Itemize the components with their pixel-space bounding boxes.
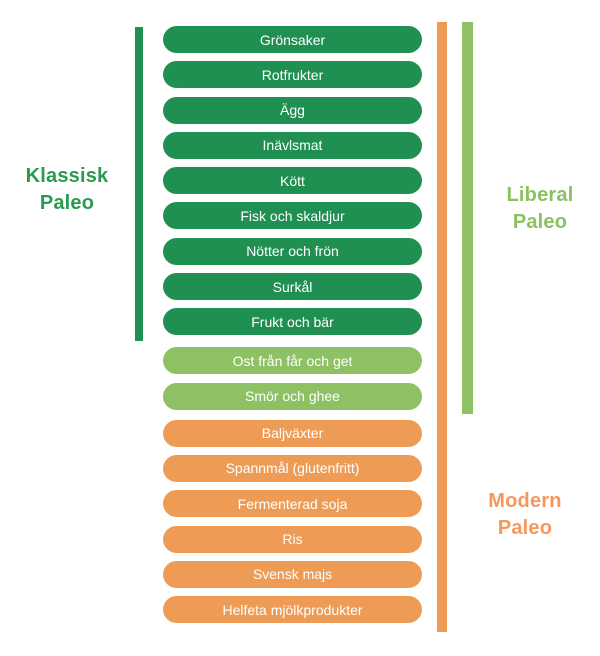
pill-surkal: Surkål — [163, 273, 422, 301]
pill-smor-och-ghee: Smör och ghee — [163, 382, 422, 410]
klassisk-paleo-label: Klassisk Paleo — [8, 163, 126, 217]
modern-paleo-label-line1: Modern — [488, 490, 562, 512]
liberal-paleo-bar — [462, 22, 473, 414]
pill-agg: Ägg — [163, 96, 422, 124]
modern-paleo-label-line2: Paleo — [497, 517, 553, 539]
liberal-paleo-label-line2: Paleo — [512, 211, 568, 233]
pill-kott: Kött — [163, 167, 422, 195]
pill-fermenterad-soja: Fermenterad soja — [163, 490, 422, 518]
pill-baljvaxter: Baljväxter — [163, 419, 422, 447]
modern-paleo-bar — [437, 22, 447, 632]
liberal-paleo-label-line1: Liberal — [506, 184, 574, 206]
pill-helfeta-mjolkprodukter: Helfeta mjölkprodukter — [163, 596, 422, 624]
pill-ost-fran-far-och-get: Ost från får och get — [163, 347, 422, 375]
klassisk-paleo-label-line2: Paleo — [39, 192, 95, 214]
modern-paleo-label: Modern Paleo — [468, 488, 582, 542]
pill-ris: Ris — [163, 525, 422, 553]
pill-fisk-och-skaldjur: Fisk och skaldjur — [163, 202, 422, 230]
klassisk-paleo-label-line1: Klassisk — [25, 165, 109, 187]
food-pill-stack: Grönsaker Rotfrukter Ägg Inävlsmat Kött … — [163, 26, 422, 624]
liberal-paleo-label: Liberal Paleo — [490, 182, 590, 236]
pill-gronsaker: Grönsaker — [163, 26, 422, 53]
pill-spannmal-glutenfritt: Spannmål (glutenfritt) — [163, 454, 422, 482]
pill-svensk-majs: Svensk majs — [163, 560, 422, 588]
pill-inavlsmat: Inävlsmat — [163, 131, 422, 159]
pill-frukt-och-bar: Frukt och bär — [163, 308, 422, 336]
pill-rotfrukter: Rotfrukter — [163, 61, 422, 89]
klassisk-paleo-bar — [135, 27, 143, 341]
pill-notter-och-fron: Nötter och frön — [163, 237, 422, 265]
